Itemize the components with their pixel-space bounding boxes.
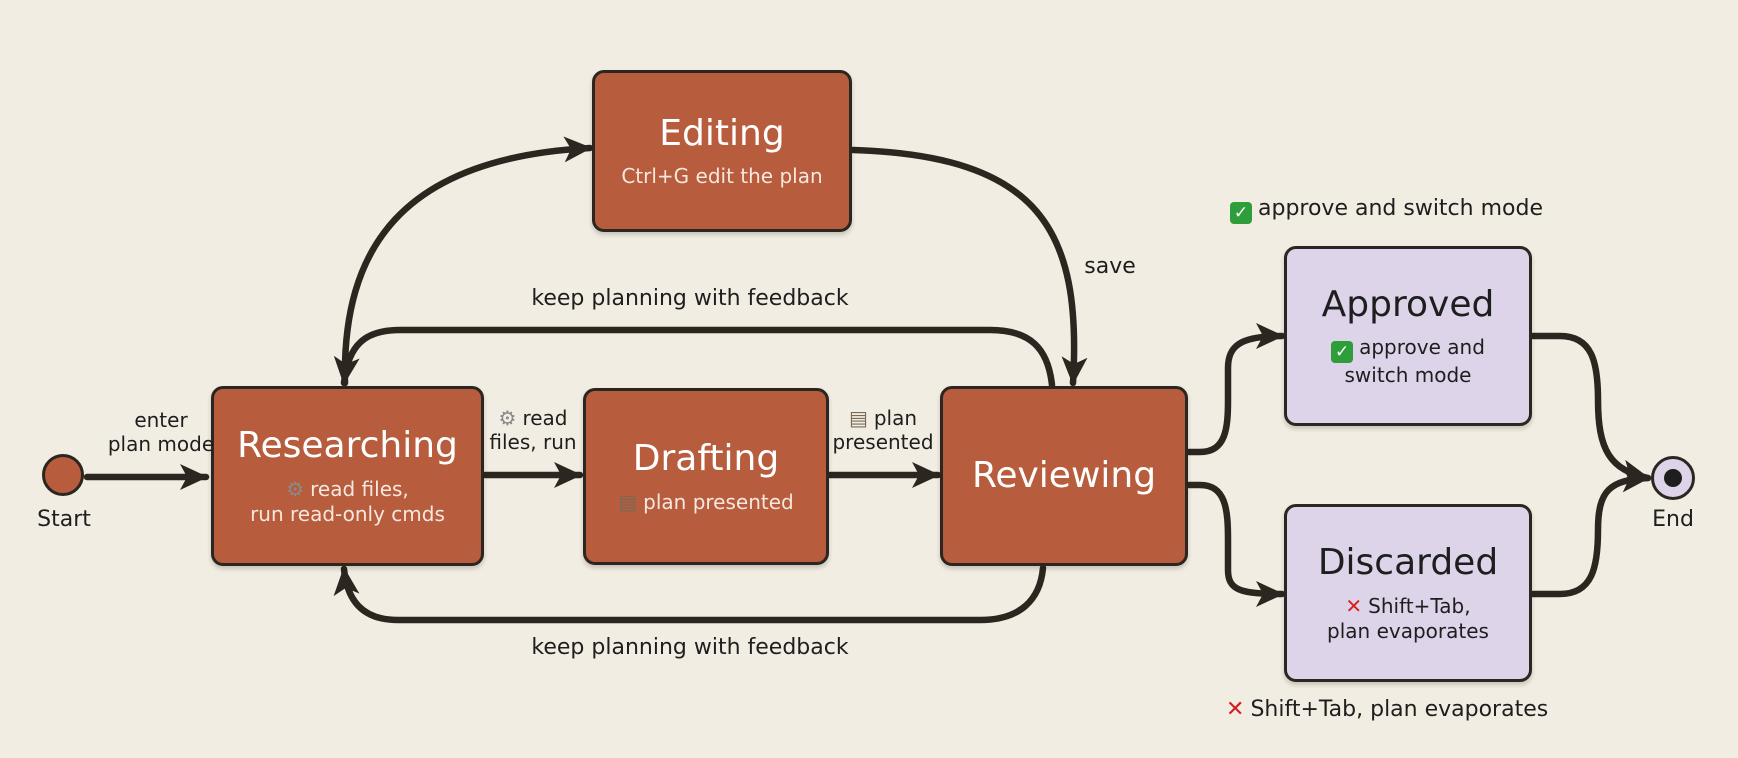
label-approve-switch-wrap: ✓ approve and switch mode [1230,196,1590,224]
cross-icon: ✕ [1345,593,1363,618]
state-researching-title: Researching [237,425,458,467]
start-label: Start [37,507,91,532]
state-discarded: Discarded ✕Shift+Tab, plan evaporates [1284,504,1532,682]
gear-icon-small: ⚙ [498,406,517,430]
state-researching-desc-wrap: ⚙read files, run read-only cmds [250,477,445,527]
state-editing-desc: Ctrl+G edit the plan [621,164,823,189]
clipboard-icon: ▤ [618,489,638,514]
gear-icon: ⚙ [286,476,305,501]
state-discarded-title: Discarded [1317,542,1499,584]
label-shift-tab: Shift+Tab, plan evaporates [1250,697,1549,722]
state-editing-title: Editing [659,112,785,154]
state-researching: Researching ⚙read files, run read-only c… [211,386,484,566]
end-label: End [1652,507,1694,532]
label-plan-presented-wrap: ▤plan presented [828,406,938,454]
arrow-researching-editing [341,136,594,387]
label-shift-tab-wrap: ✕Shift+Tab, plan evaporates [1226,697,1606,723]
state-approved-title: Approved [1321,283,1495,325]
state-approved-desc: approve and switch mode [1344,335,1485,388]
arrow-reviewing-approved [1185,323,1286,456]
arrow-editing-reviewing [849,146,1088,387]
arrow-feedback-top [333,326,1056,389]
state-approved-desc-wrap: ✓approve and switch mode [1331,335,1485,388]
label-read-files-run: read files, run [489,406,577,454]
state-drafting-desc: plan presented [643,489,794,514]
label-plan-presented: plan presented [832,406,934,454]
state-approved: Approved ✓approve and switch mode [1284,246,1532,426]
label-save: save [1084,254,1136,279]
label-read-files-run-wrap: ⚙read files, run [488,406,578,454]
state-reviewing-title: Reviewing [971,455,1157,497]
state-drafting: Drafting ▤plan presented [583,388,829,565]
arrow-approved-end [1529,332,1652,486]
state-editing: Editing Ctrl+G edit the plan [592,70,852,232]
state-discarded-desc-wrap: ✕Shift+Tab, plan evaporates [1327,594,1489,644]
clipboard-icon-small: ▤ [848,406,868,430]
arrow-discarded-end [1529,466,1652,598]
state-researching-desc: read files, run read-only cmds [250,476,445,526]
state-discarded-desc: Shift+Tab, plan evaporates [1327,593,1489,643]
arrow-feedback-bottom [333,564,1047,624]
label-keep-planning-top: keep planning with feedback [531,286,849,311]
end-node [1651,456,1695,500]
label-keep-planning-bottom: keep planning with feedback [531,635,849,660]
state-drafting-desc-wrap: ▤plan presented [618,490,793,515]
label-approve-switch: approve and switch mode [1258,196,1543,221]
label-enter-plan-mode: enter plan mode [107,408,215,456]
start-node [42,454,84,496]
state-reviewing: Reviewing [940,386,1188,566]
arrow-reviewing-discarded [1185,481,1286,607]
state-drafting-title: Drafting [632,438,780,480]
check-icon-label: ✓ [1230,202,1252,224]
cross-icon-label: ✕ [1226,697,1245,722]
check-icon: ✓ [1331,341,1354,364]
end-node-dot [1664,469,1682,487]
